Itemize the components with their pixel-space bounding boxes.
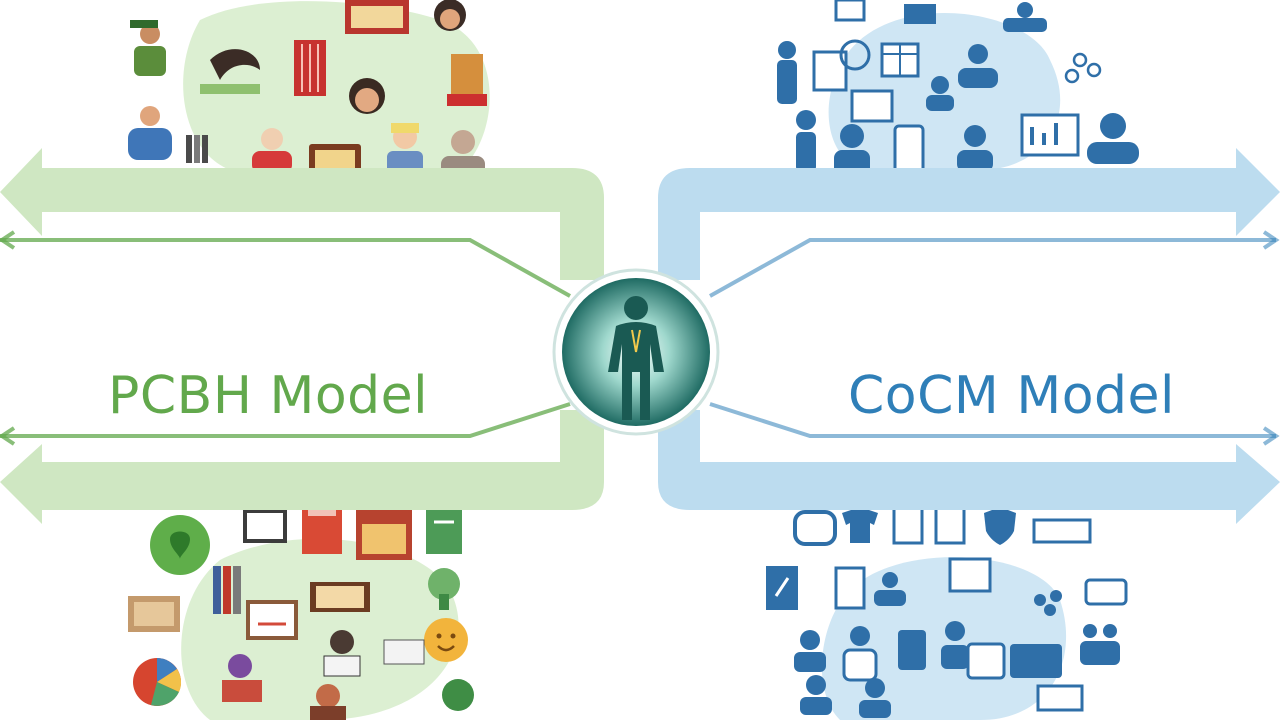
left-bottom-icon-cluster <box>128 502 474 720</box>
pcbh-top-band <box>0 148 604 280</box>
calendar-icon <box>966 642 1006 680</box>
cocm-top-line-head <box>1262 230 1280 250</box>
worker-icon <box>130 20 166 76</box>
cocm-model-label: CoCM Model <box>848 366 1175 426</box>
board-icon <box>128 596 180 632</box>
tablet-icon <box>426 508 462 554</box>
doctor-icon <box>957 125 993 172</box>
person-icon <box>800 675 832 715</box>
books-icon <box>186 135 208 163</box>
person-icon <box>958 44 998 88</box>
mushroom-icon <box>428 568 460 610</box>
phone-icon <box>898 630 926 670</box>
document-icon <box>302 502 342 554</box>
cocm-top-band <box>658 148 1280 280</box>
pcbh-top-line-head <box>0 230 16 250</box>
calculator-icon <box>1010 644 1062 678</box>
pcbh-bottom-line-head <box>0 426 16 446</box>
document-icon <box>383 639 425 665</box>
doctor-icon <box>252 128 292 173</box>
person-icon <box>794 630 826 672</box>
people-icon <box>1080 624 1120 665</box>
person-icon <box>777 41 797 104</box>
network-icon <box>1064 52 1102 84</box>
left-bottom-blob <box>181 538 459 720</box>
monitor-icon <box>310 582 370 612</box>
person-icon <box>128 106 172 160</box>
presenter-icon <box>1003 2 1047 32</box>
clipboard-icon <box>834 566 866 610</box>
tablet-icon <box>766 566 798 610</box>
shield-icon <box>984 507 1016 545</box>
computer-icon <box>1036 684 1084 712</box>
person-icon <box>859 678 891 718</box>
people-icon <box>874 572 906 606</box>
clipboard-icon <box>345 0 409 34</box>
pcbh-bottom-line <box>0 402 571 438</box>
calendar-icon <box>880 42 920 78</box>
pie-chart-icon <box>133 658 182 706</box>
person-icon <box>1087 113 1139 164</box>
pcbh-arrow-band <box>0 148 604 524</box>
computer-icon <box>948 557 992 593</box>
doctor-icon <box>842 626 878 682</box>
pcbh-model-label: PCBH Model <box>108 366 429 426</box>
whiteboard-icon <box>246 600 298 640</box>
chart-board-icon <box>294 40 326 96</box>
cocm-arrow-band <box>658 148 1280 524</box>
right-bottom-icon-cluster <box>766 505 1128 720</box>
nurse-icon <box>349 78 385 114</box>
doctor-icon <box>323 630 361 677</box>
person-icon <box>434 0 466 31</box>
document-icon <box>892 505 924 545</box>
right-top-icon-cluster <box>777 0 1139 176</box>
cocm-bottom-line <box>709 402 1276 438</box>
gear-icon <box>839 39 871 71</box>
heart-icon <box>150 515 210 575</box>
bus-icon <box>1084 578 1128 606</box>
hair-icon <box>200 49 260 94</box>
person-icon <box>796 110 816 172</box>
monitor-icon <box>834 0 866 22</box>
computer-icon <box>356 508 412 560</box>
people-icon <box>793 510 837 546</box>
plant-icon <box>442 679 474 711</box>
cocm-bottom-band <box>658 410 1280 524</box>
cocm-bottom-line-head <box>1262 426 1280 446</box>
person-icon <box>310 684 346 720</box>
books-icon <box>213 566 241 614</box>
pcbh-bottom-band <box>0 410 604 524</box>
person-icon <box>608 296 664 420</box>
computer-icon <box>850 89 894 123</box>
device-icon <box>904 4 936 24</box>
calendar-icon <box>243 507 287 543</box>
left-top-icon-cluster <box>128 0 490 184</box>
document-icon <box>934 505 966 545</box>
shirt-icon <box>842 509 878 543</box>
people-icon <box>222 654 262 702</box>
medicine-icon <box>1034 590 1062 616</box>
chart-icon <box>447 54 487 106</box>
pcbh-top-line <box>0 238 571 298</box>
cocm-top-line <box>709 238 1276 298</box>
smiley-icon <box>424 618 468 662</box>
calculator-icon <box>1032 518 1092 544</box>
phone-icon <box>893 124 925 176</box>
chart-icon <box>1020 113 1080 157</box>
center-patient-emblem <box>552 268 720 436</box>
person-icon <box>926 76 954 111</box>
person-icon <box>941 621 969 669</box>
